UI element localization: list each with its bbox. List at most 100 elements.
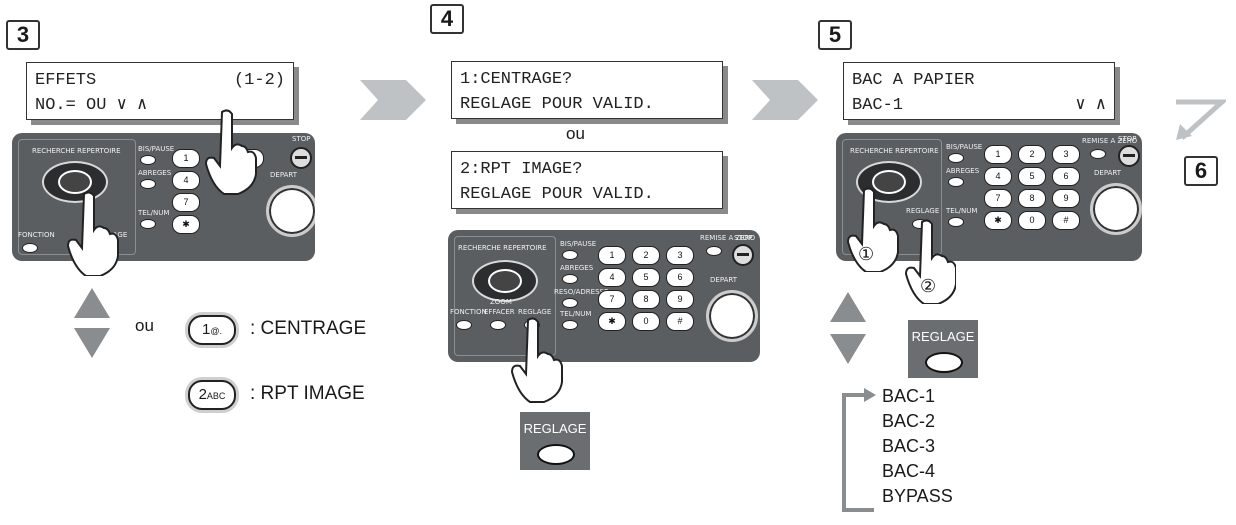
- keypad-key[interactable]: 1: [984, 145, 1012, 164]
- pointing-hand-icon: [510, 317, 563, 403]
- tel-num-button[interactable]: [140, 219, 156, 229]
- keypad-key[interactable]: 6: [666, 268, 694, 287]
- step-6-number: 6: [1184, 156, 1218, 186]
- stop-button[interactable]: [1118, 145, 1140, 167]
- step-4-lcd-rpt-image: 2:RPT IMAGE? REGLAGE POUR VALID.: [451, 151, 723, 209]
- reglage-key-illustration: REGLAGE: [520, 412, 590, 470]
- reso-adresse-button[interactable]: [562, 298, 578, 308]
- panel-label: DEPART: [270, 171, 298, 179]
- keypad-key[interactable]: 8: [632, 290, 660, 309]
- centrage-label: : CENTRAGE: [250, 318, 367, 339]
- keypad-key[interactable]: 8: [1018, 189, 1046, 208]
- keypad-key[interactable]: 5: [632, 268, 660, 287]
- panel-label: ABREGES: [946, 167, 980, 175]
- step-order-1: ①: [858, 244, 875, 264]
- step-3-number: 3: [6, 20, 40, 50]
- pointing-hand-icon: [904, 219, 956, 304]
- depart-button[interactable]: [1090, 183, 1142, 235]
- keypad-key[interactable]: 7: [598, 290, 626, 309]
- abreges-button[interactable]: [948, 177, 964, 187]
- keypad-key[interactable]: 5: [1018, 167, 1046, 186]
- key-number: 2: [198, 386, 207, 403]
- keypad-key[interactable]: 2: [632, 246, 660, 265]
- panel-label: ABREGES: [138, 169, 172, 177]
- navigation-pad[interactable]: [472, 260, 538, 302]
- lcd-text: EFFETS: [35, 71, 97, 90]
- up-arrow-icon: [830, 292, 866, 322]
- keypad-key[interactable]: 9: [1052, 189, 1080, 208]
- keypad-key[interactable]: 2: [1018, 145, 1046, 164]
- keypad-key[interactable]: 4: [984, 167, 1012, 186]
- depart-button[interactable]: [266, 185, 315, 237]
- panel-label: DEPART: [1094, 169, 1122, 177]
- panel-label: RECHERCHE REPERTOIRE: [32, 147, 121, 155]
- keypad-key[interactable]: 1: [172, 149, 200, 168]
- tel-num-button[interactable]: [562, 320, 578, 330]
- abreges-button[interactable]: [140, 179, 156, 189]
- keypad-key[interactable]: 0: [632, 312, 660, 331]
- stop-button[interactable]: [290, 147, 312, 169]
- keypad-key[interactable]: 4: [172, 171, 200, 190]
- cycle-bracket-icon: [842, 388, 876, 512]
- navigation-pad[interactable]: [42, 161, 108, 203]
- fonction-button[interactable]: [456, 320, 472, 330]
- panel-label: REGLAGE: [906, 207, 940, 215]
- keypad-key[interactable]: 7: [172, 193, 200, 212]
- up-arrow-icon: [74, 288, 110, 318]
- keypad-key[interactable]: ✱: [984, 211, 1012, 230]
- lcd-text: 2:RPT IMAGE?: [460, 160, 583, 179]
- remise-a-zero-button[interactable]: [706, 246, 722, 256]
- panel-label: RECHERCHE REPERTOIRE: [458, 244, 547, 252]
- keypad-key[interactable]: 1: [598, 246, 626, 265]
- stop-button[interactable]: [732, 244, 754, 266]
- bis-pause-button[interactable]: [140, 155, 156, 165]
- tray-option: BYPASS: [882, 486, 953, 506]
- remise-a-zero-button[interactable]: [1090, 149, 1106, 159]
- keypad-key[interactable]: #: [666, 312, 694, 331]
- keypad-key[interactable]: 6: [1052, 167, 1080, 186]
- tel-num-button[interactable]: [948, 217, 964, 227]
- panel-label: FONCTION: [450, 308, 487, 316]
- keypad-key[interactable]: 9: [666, 290, 694, 309]
- step-5-lcd: BAC A PAPIER BAC-1∨ ∧: [843, 62, 1115, 120]
- reglage-key-illustration: REGLAGE: [908, 320, 978, 378]
- keypad-key[interactable]: 0: [1018, 211, 1046, 230]
- keypad-key[interactable]: 3: [1052, 145, 1080, 164]
- down-arrow-icon: [74, 328, 110, 358]
- keypad-key[interactable]: 4: [598, 268, 626, 287]
- fonction-button[interactable]: [22, 243, 38, 253]
- lcd-text: BAC-1: [852, 96, 904, 115]
- next-step-arrow-icon: [1176, 99, 1226, 140]
- panel-label: DEPART: [710, 276, 738, 284]
- keypad-key[interactable]: ✱: [598, 312, 626, 331]
- panel-label: REMISE A ZERO: [700, 234, 756, 242]
- pointing-hand-icon: [204, 109, 257, 195]
- panel-label: BIS/PAUSE: [138, 145, 175, 153]
- abreges-button[interactable]: [562, 274, 578, 284]
- lcd-text: 1:CENTRAGE?: [460, 70, 573, 89]
- step-5-number: 5: [818, 20, 852, 50]
- keypad-key[interactable]: ✱: [172, 215, 200, 234]
- keypad-key[interactable]: 7: [984, 189, 1012, 208]
- tray-option: BAC-1: [882, 386, 936, 406]
- down-arrow-icon: [830, 334, 866, 364]
- panel-label: FONCTION: [18, 231, 55, 239]
- navigation-pad[interactable]: [856, 161, 922, 203]
- bis-pause-button[interactable]: [948, 153, 964, 163]
- ou-label: ou: [135, 316, 154, 335]
- control-panel-step-3: RECHERCHE REPERTOIRE FONCTION REGLAGE BI…: [12, 133, 315, 261]
- depart-button[interactable]: [706, 290, 758, 342]
- tray-list: BAC-1 BAC-2 BAC-3 BAC-4 BYPASS: [882, 384, 953, 509]
- next-step-arrow-icon: [360, 80, 426, 120]
- panel-label: STOP: [1118, 135, 1137, 143]
- step-3-lcd: EFFETS(1-2) NO.= OU ∨ ∧: [26, 62, 294, 120]
- lcd-text: NO.= OU ∨ ∧: [35, 96, 148, 115]
- effacer-button[interactable]: [490, 320, 506, 330]
- keypad-key[interactable]: #: [1052, 211, 1080, 230]
- bis-pause-button[interactable]: [562, 250, 578, 260]
- lcd-text: ∨ ∧: [1075, 96, 1106, 115]
- panel-label: RECHERCHE REPERTOIRE: [850, 147, 939, 155]
- panel-label: ZOOM: [490, 298, 512, 306]
- tray-option: BAC-4: [882, 461, 936, 481]
- keypad-key[interactable]: 3: [666, 246, 694, 265]
